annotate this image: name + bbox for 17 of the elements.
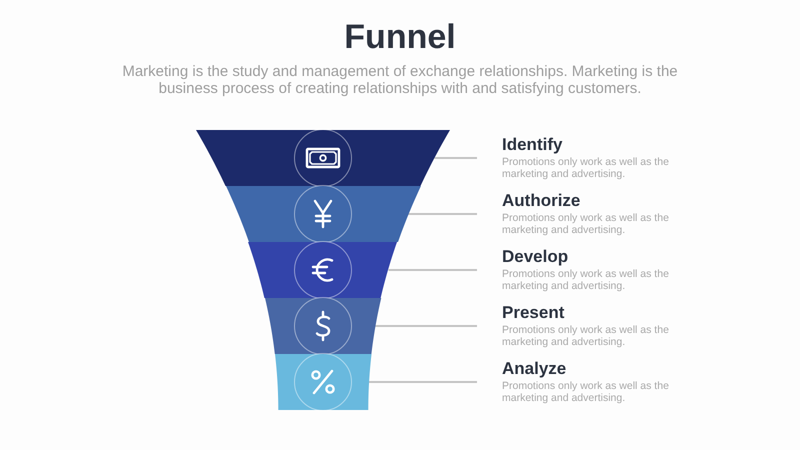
- step-heading: Identify: [502, 135, 562, 155]
- step-description: Promotions only work as well as the marketing and advertising.: [502, 324, 670, 348]
- leader-line: [388, 269, 477, 271]
- step-heading: Analyze: [502, 359, 566, 379]
- title: Funnel: [344, 18, 456, 56]
- step-description: Promotions only work as well as the marketing and advertising.: [502, 380, 670, 404]
- step-heading: Develop: [502, 247, 568, 267]
- step-description: Promotions only work as well as the marketing and advertising.: [502, 212, 670, 236]
- step-description: Promotions only work as well as the marketing and advertising.: [502, 156, 670, 180]
- leader-line: [434, 157, 477, 159]
- step-description: Promotions only work as well as the marketing and advertising.: [502, 268, 670, 292]
- leader-line: [368, 381, 477, 383]
- leader-line: [375, 325, 477, 327]
- step-heading: Present: [502, 303, 564, 323]
- step-heading: Authorize: [502, 191, 580, 211]
- leader-line: [408, 213, 477, 215]
- subtitle: Marketing is the study and management of exchange relationships. Marketing is the business process of creating relationships with and satisfying customers.: [121, 63, 679, 97]
